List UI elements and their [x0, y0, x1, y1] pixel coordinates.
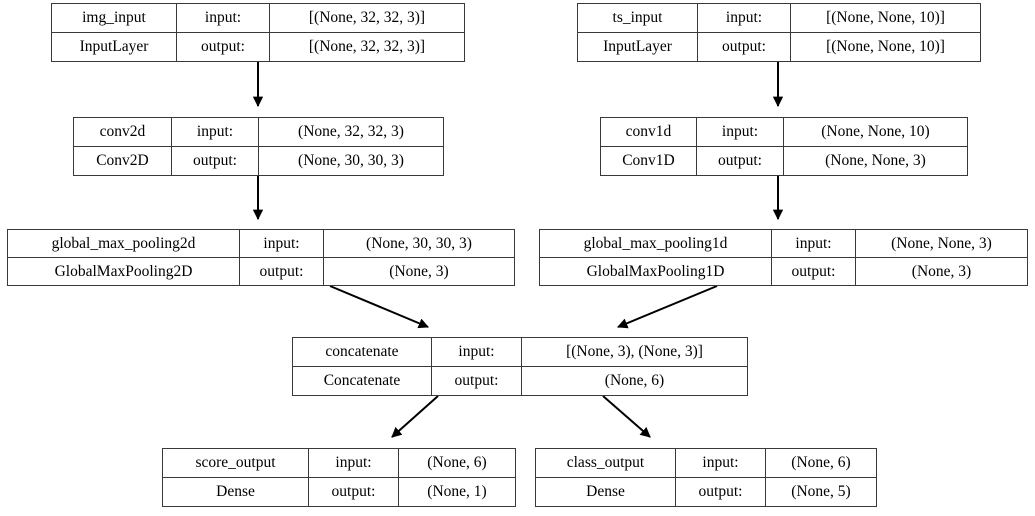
node-concatenate[interactable]: concatenate input: [(None, 3), (None, 3)…: [292, 337, 748, 396]
node-output-row: Dense output: (None, 1): [163, 478, 515, 506]
node-output-label: output:: [172, 147, 259, 175]
node-class-name: InputLayer: [578, 33, 698, 61]
node-input-row: score_output input: (None, 6): [163, 449, 515, 478]
node-output-label: output:: [177, 33, 270, 61]
edge-global_max_pooling2d-concatenate: [329, 285, 429, 329]
node-score_output[interactable]: score_output input: (None, 6) Dense outp…: [162, 448, 516, 507]
node-output-row: InputLayer output: [(None, 32, 32, 3)]: [52, 33, 464, 61]
edge-global_max_pooling1d-concatenate: [617, 285, 718, 329]
node-layer-name: concatenate: [293, 338, 432, 366]
node-input-shape: (None, None, 3): [891, 234, 992, 252]
node-output-shape: (None, 30, 30, 3): [298, 152, 404, 170]
node-output-shape: [(None, None, 10)]: [826, 38, 945, 56]
node-input-shape: [(None, 3), (None, 3)]: [566, 343, 703, 361]
node-input-row: concatenate input: [(None, 3), (None, 3)…: [293, 338, 747, 367]
node-input-row: global_max_pooling1d input: (None, None,…: [540, 230, 1027, 258]
node-class_output[interactable]: class_output input: (None, 6) Dense outp…: [535, 448, 877, 507]
node-input-row: ts_input input: [(None, None, 10)]: [578, 4, 980, 33]
node-input-label: input:: [698, 4, 791, 32]
node-layer-name: global_max_pooling1d: [540, 230, 772, 257]
node-output-row: InputLayer output: [(None, None, 10)]: [578, 33, 980, 61]
node-input-label: input:: [432, 338, 522, 366]
node-conv2d[interactable]: conv2d input: (None, 32, 32, 3) Conv2D o…: [73, 117, 444, 176]
node-img_input[interactable]: img_input input: [(None, 32, 32, 3)] Inp…: [51, 3, 465, 62]
node-input-row: img_input input: [(None, 32, 32, 3)]: [52, 4, 464, 33]
node-class-name: Dense: [536, 478, 676, 506]
node-class-name: GlobalMaxPooling1D: [540, 258, 772, 285]
node-layer-name: score_output: [163, 449, 309, 477]
node-output-label: output:: [676, 478, 766, 506]
node-input-label: input:: [697, 118, 784, 146]
node-input-label: input:: [240, 230, 324, 257]
node-input-shape: (None, 6): [791, 454, 851, 472]
node-output-shape: (None, 5): [791, 483, 851, 501]
node-output-label: output:: [432, 367, 522, 395]
node-output-label: output:: [309, 478, 399, 506]
node-output-label: output:: [698, 33, 791, 61]
node-input-label: input:: [177, 4, 270, 32]
node-class-name: InputLayer: [52, 33, 177, 61]
node-output-label: output:: [240, 258, 324, 285]
node-input-label: input:: [309, 449, 399, 477]
edge-concatenate-class_output: [602, 395, 651, 438]
node-input-label: input:: [676, 449, 766, 477]
node-output-row: GlobalMaxPooling1D output: (None, 3): [540, 258, 1027, 285]
node-class-name: Conv1D: [601, 147, 697, 175]
node-layer-name: class_output: [536, 449, 676, 477]
node-global_max_pooling2d[interactable]: global_max_pooling2d input: (None, 30, 3…: [7, 229, 515, 286]
node-input-shape: (None, 6): [427, 454, 487, 472]
node-input-shape: (None, 30, 30, 3): [366, 234, 472, 252]
node-global_max_pooling1d[interactable]: global_max_pooling1d input: (None, None,…: [539, 229, 1028, 286]
node-output-shape: (None, 1): [427, 483, 487, 501]
node-layer-name: conv1d: [601, 118, 697, 146]
node-output-shape: (None, 3): [389, 262, 449, 280]
node-output-row: Concatenate output: (None, 6): [293, 367, 747, 395]
node-input-shape: [(None, None, 10)]: [826, 9, 945, 27]
node-layer-name: global_max_pooling2d: [8, 230, 240, 257]
node-input-label: input:: [172, 118, 259, 146]
node-output-label: output:: [772, 258, 856, 285]
node-output-shape: (None, 3): [911, 262, 972, 280]
node-class-name: Dense: [163, 478, 309, 506]
node-conv1d[interactable]: conv1d input: (None, None, 10) Conv1D ou…: [600, 117, 968, 176]
node-output-label: output:: [697, 147, 784, 175]
node-output-shape: (None, None, 3): [825, 152, 926, 170]
node-class-name: Conv2D: [74, 147, 172, 175]
node-input-label: input:: [772, 230, 856, 257]
node-input-row: conv2d input: (None, 32, 32, 3): [74, 118, 443, 147]
node-layer-name: img_input: [52, 4, 177, 32]
node-input-row: conv1d input: (None, None, 10): [601, 118, 967, 147]
node-input-row: class_output input: (None, 6): [536, 449, 876, 478]
node-ts_input[interactable]: ts_input input: [(None, None, 10)] Input…: [577, 3, 981, 62]
node-output-row: Conv2D output: (None, 30, 30, 3): [74, 147, 443, 175]
node-output-row: GlobalMaxPooling2D output: (None, 3): [8, 258, 514, 285]
node-input-shape: [(None, 32, 32, 3)]: [308, 9, 426, 27]
node-output-row: Dense output: (None, 5): [536, 478, 876, 506]
node-input-row: global_max_pooling2d input: (None, 30, 3…: [8, 230, 514, 258]
node-output-shape: (None, 6): [604, 372, 665, 390]
node-class-name: GlobalMaxPooling2D: [8, 258, 240, 285]
node-output-row: Conv1D output: (None, None, 3): [601, 147, 967, 175]
node-layer-name: conv2d: [74, 118, 172, 146]
edge-concatenate-score_output: [391, 395, 439, 438]
node-output-shape: [(None, 32, 32, 3)]: [308, 38, 426, 56]
node-input-shape: (None, None, 10): [821, 123, 930, 141]
node-input-shape: (None, 32, 32, 3): [298, 123, 404, 141]
node-class-name: Concatenate: [293, 367, 432, 395]
node-layer-name: ts_input: [578, 4, 698, 32]
